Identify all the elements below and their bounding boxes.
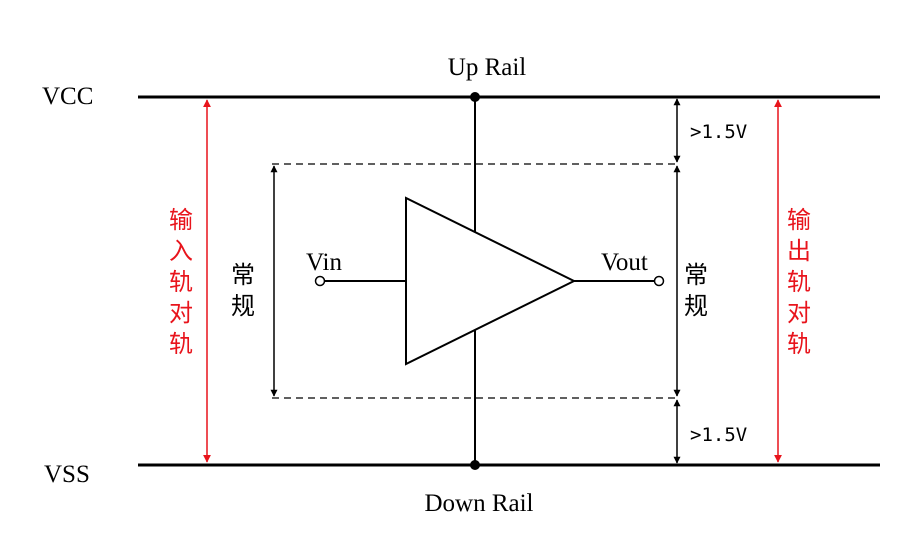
output-terminal [653,275,665,287]
input-terminal [314,275,326,287]
input-rr-char-4: 对 [169,299,193,327]
input-rr-char-3: 轨 [169,268,193,296]
output-rr-char-2: 出 [787,237,811,265]
output-rr-char-5: 轨 [787,330,811,358]
normal-output-char-1: 常 [684,261,708,289]
bottom-headroom-label: >1.5V [690,424,747,446]
output-rr-char-1: 输 [787,206,811,234]
down-rail-junction-dot [470,460,480,470]
input-rr-char-2: 入 [169,237,193,265]
normal-input-char-1: 常 [231,261,255,289]
input-rr-char-5: 轨 [169,330,193,358]
normal-input-char-2: 规 [231,292,255,320]
vss-label: VSS [44,461,90,488]
top-headroom-label: >1.5V [690,121,747,143]
up-rail-junction-dot [470,92,480,102]
output-rr-char-3: 轨 [787,268,811,296]
vout-label: Vout [601,249,648,276]
input-rail-to-rail-label: 输 入 轨 对 轨 [169,206,193,358]
input-rr-char-1: 输 [169,206,193,234]
output-rail-to-rail-label: 输 出 轨 对 轨 [787,206,811,358]
vcc-label: VCC [42,83,93,110]
normal-output-char-2: 规 [684,292,708,320]
up-rail-label: Up Rail [448,54,527,81]
opamp-triangle [405,196,577,366]
down-rail-label: Down Rail [424,490,533,517]
vin-label: Vin [306,249,342,276]
output-rr-char-4: 对 [787,299,811,327]
